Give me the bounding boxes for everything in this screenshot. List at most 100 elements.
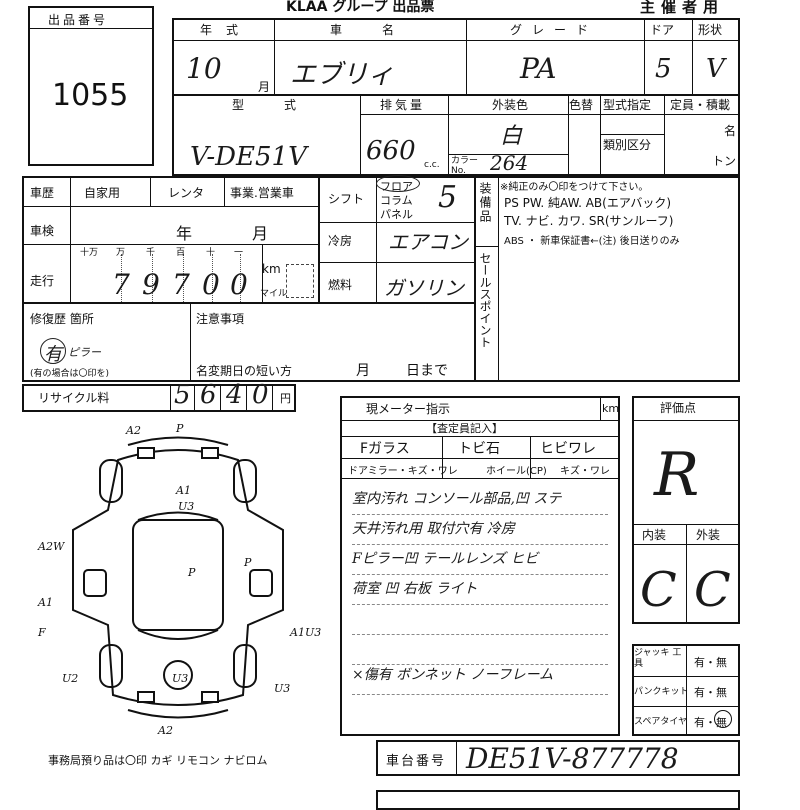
inspector-sub-wheel: ホイール(CP)	[486, 466, 547, 477]
name-label: 車名	[330, 23, 435, 37]
diagram-mark-u2: U2	[62, 672, 78, 685]
chassis-value: DE51V-877778	[466, 742, 679, 775]
shape-value: V	[706, 54, 725, 84]
shift-value: 5	[438, 180, 458, 215]
inspection-year-unit: 年	[176, 224, 193, 243]
inspector-note-1: 室内汚れ コンソール部品,凹 ステ	[352, 491, 562, 507]
digit-header-0: 十万	[80, 248, 99, 258]
tools-box	[632, 644, 740, 736]
recycle-label: リサイクル料	[38, 391, 110, 405]
diagram-mark-p-top: P	[175, 422, 184, 435]
caution-label: 注意事項	[196, 312, 245, 326]
mileage-digit-3: 0	[202, 268, 220, 301]
color-change-label: 色替	[569, 98, 594, 112]
recycle-yen: 円	[280, 392, 291, 405]
organizer-label: 主催者用	[640, 0, 725, 16]
diagram-mark-a1: A1	[175, 484, 191, 497]
ac-label: 冷房	[328, 234, 353, 248]
history-label: 車歴	[30, 186, 55, 200]
km-mile-checkbox[interactable]	[286, 264, 314, 298]
jack-label: ジャッキ 工具	[634, 648, 682, 669]
inspector-header-fglass: Fガラス	[360, 441, 410, 457]
exterior-color-label: 外装色	[492, 98, 529, 112]
recycle-digit-1: 6	[200, 380, 217, 410]
mileage-label: 走行	[30, 274, 55, 288]
digit-header-4: 十	[206, 248, 216, 258]
color-no-label: カラー No.	[451, 156, 479, 176]
inspector-sub-scratch: キズ・ワレ	[560, 466, 610, 477]
inspection-label: 車検	[30, 224, 55, 238]
puncture-label: パンクキット	[634, 687, 689, 697]
year-label: 年式	[200, 23, 253, 37]
shift-option-panel[interactable]: パネル	[380, 208, 413, 221]
diagram-mark-f: F	[37, 626, 46, 639]
equipment-line3: ABS ・ 新車保証書←(注) 後日送りのみ	[504, 236, 680, 247]
capacity-unit-ton: トン	[712, 154, 737, 168]
shift-label: シフト	[328, 192, 365, 206]
inspector-label: 【査定員記入】	[426, 422, 503, 435]
diagram-mark-u3-bottom: U3	[172, 672, 188, 685]
displacement-label: 排気量	[380, 98, 426, 112]
inspection-month-unit: 月	[252, 224, 269, 243]
puncture-options[interactable]: 有・無	[694, 686, 727, 699]
digit-header-3: 百	[176, 248, 186, 258]
capacity-label: 定員・積載	[670, 98, 731, 112]
lot-label: 出品番号	[48, 13, 109, 27]
mileage-digit-2: 7	[172, 268, 190, 301]
inspector-note-3: Fピラー凹 テールレンズ ヒビ	[352, 551, 539, 567]
jack-options[interactable]: 有・無	[694, 656, 727, 669]
ac-value: エアコン	[388, 230, 468, 254]
equipment-note: ※純正のみ〇印をつけて下さい。	[500, 182, 649, 193]
repair-mark: 有	[44, 344, 62, 365]
expiry-day-unit: 日まで	[406, 363, 448, 379]
car-damage-diagram[interactable]: A2 P A1 U3 A2W A1 F U2 P P A1U3 U3 U3 A2	[28, 420, 328, 740]
history-option-business[interactable]: 事業.営業車	[230, 186, 294, 200]
diagram-mark-u3-right: U3	[274, 682, 290, 695]
km-label: km	[262, 262, 281, 276]
recycle-digit-0: 5	[174, 380, 191, 410]
mile-label: マイル	[260, 289, 288, 299]
history-option-rental[interactable]: レンタ	[168, 186, 205, 200]
diagram-mark-u3-top: U3	[178, 500, 194, 513]
mileage-digit-0: 7	[112, 268, 130, 301]
repair-caution-box	[22, 302, 476, 382]
history-option-private[interactable]: 自家用	[84, 186, 121, 200]
exterior-label: 外装	[696, 528, 721, 542]
expiry-month-unit: 月	[356, 363, 370, 379]
mileage-digit-1: 9	[142, 268, 160, 301]
shape-label: 形状	[698, 23, 723, 37]
door-value: 5	[655, 54, 672, 84]
exterior-value: C	[694, 562, 731, 618]
evaluation-score: R	[654, 440, 700, 510]
lot-box: 出品番号 1055	[28, 6, 154, 166]
digit-header-2: 千	[146, 248, 156, 258]
model-row	[172, 94, 740, 176]
type-designation-label: 型式指定	[603, 98, 652, 112]
recycle-box	[22, 384, 296, 412]
diagram-mark-a2-bottom: A2	[157, 724, 173, 737]
inspector-header-chip: トビ石	[458, 441, 500, 457]
lot-number: 1055	[52, 78, 129, 113]
equipment-box	[474, 176, 740, 382]
inspector-note-5: ×傷有 ボンネット ノーフレーム	[352, 667, 554, 683]
displacement-value: 660	[366, 136, 416, 166]
grade-value: PA	[520, 52, 557, 85]
recycle-digit-2: 4	[226, 380, 243, 410]
header-group: KLAA グループ 出品票	[286, 0, 435, 15]
inspector-box	[340, 396, 620, 736]
repair-hint: (有の場合は〇印を)	[30, 369, 110, 379]
name-value: エブリィ	[290, 60, 395, 90]
diagram-mark-a2w: A2W	[37, 540, 66, 553]
equipment-line2: TV. ナビ. カワ. SR(サンルーフ)	[504, 214, 674, 228]
inspector-sub-mirror: ドアミラー・キズ・ワレ	[348, 466, 458, 477]
repair-circle	[40, 338, 66, 364]
mileage-digit-4: 0	[230, 268, 248, 301]
inspector-note-4: 荷室 凹 右板 ライト	[352, 581, 478, 597]
repair-note: ピラー	[68, 346, 101, 359]
sales-point-label: セールスポイント	[478, 252, 492, 348]
displacement-unit: c.c.	[424, 160, 440, 170]
year-value: 10	[186, 52, 222, 85]
equipment-label: 装備品	[478, 182, 492, 224]
shift-option-column[interactable]: コラム	[380, 194, 413, 207]
diagram-mark-a1-left: A1	[37, 596, 53, 609]
